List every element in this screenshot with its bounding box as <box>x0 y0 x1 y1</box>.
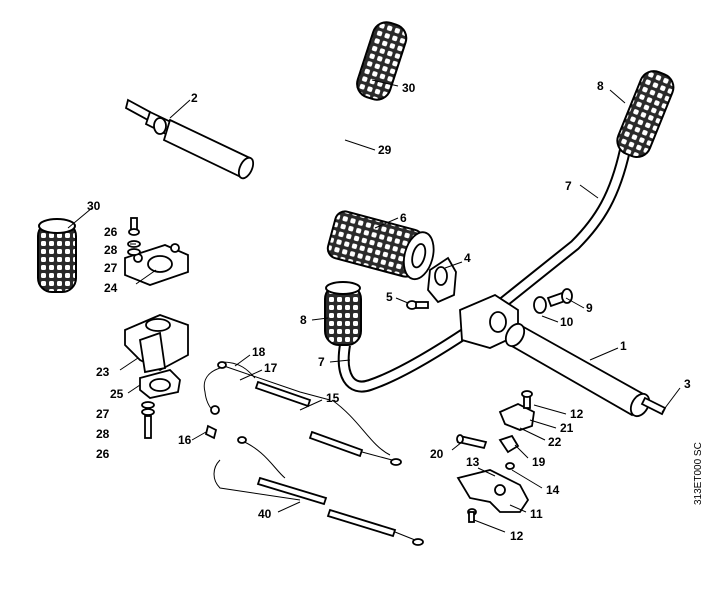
washer-part-10 <box>533 296 547 314</box>
callout-label: 24 <box>104 281 118 295</box>
callout-label: 3 <box>684 377 691 391</box>
callout-label: 26 <box>104 225 118 239</box>
callout-label: 27 <box>96 407 110 421</box>
callout-label: 16 <box>178 433 192 447</box>
callout-label: 27 <box>104 261 118 275</box>
left-handlebar-end-grip <box>37 218 77 293</box>
callout-labels: 30 2 29 30 26 28 27 24 23 25 27 28 26 8 … <box>87 79 691 543</box>
callout-label: 19 <box>532 455 546 469</box>
pin-part-3 <box>640 396 667 416</box>
callout-label: 5 <box>386 290 393 304</box>
handle-grip-part-6 <box>326 210 435 281</box>
screw-part-12-top <box>521 390 533 409</box>
callout-label: 7 <box>565 179 572 193</box>
callout-label: 2 <box>191 91 198 105</box>
callout-label: 18 <box>252 345 266 359</box>
callout-label: 8 <box>597 79 604 93</box>
cable-part-20 <box>456 434 488 450</box>
knob-part-19 <box>498 434 520 454</box>
spring-part-14 <box>505 462 515 470</box>
callout-label: 29 <box>378 143 392 157</box>
callout-label: 1 <box>620 339 627 353</box>
right-handlebar-tube <box>337 148 631 393</box>
left-handlebar-top-grip <box>356 21 408 101</box>
callout-label: 8 <box>300 313 307 327</box>
screw-part-5 <box>406 300 429 310</box>
callout-label: 6 <box>400 211 407 225</box>
bracket-part-4 <box>427 256 457 304</box>
bracket-part-22 <box>498 403 535 431</box>
sleeve-part-2 <box>124 98 255 180</box>
callout-label: 23 <box>96 365 110 379</box>
cable-assembly-part-40 <box>213 436 424 546</box>
callout-label: 13 <box>466 455 480 469</box>
right-handlebar-lower-grip <box>324 281 362 346</box>
callout-label: 14 <box>546 483 560 497</box>
mount-block <box>459 293 519 349</box>
callout-label: 15 <box>326 391 340 405</box>
nut-part-16 <box>204 424 218 440</box>
cable-end-part-18 <box>217 361 256 379</box>
callout-label: 7 <box>318 355 325 369</box>
callout-label: 30 <box>402 81 416 95</box>
clamp-upper-part-24 <box>124 243 189 286</box>
callout-label: 4 <box>464 251 471 265</box>
lever-assembly-part-11 <box>456 469 530 513</box>
callout-label: 9 <box>586 301 593 315</box>
callout-label: 20 <box>430 447 444 461</box>
callout-label: 26 <box>96 447 110 461</box>
callout-label: 12 <box>510 529 524 543</box>
screw-26-top <box>127 217 141 256</box>
callout-label: 11 <box>530 507 543 521</box>
callout-label: 12 <box>570 407 584 421</box>
callout-label: 22 <box>548 435 562 449</box>
callout-label: 40 <box>258 507 272 521</box>
drawing-code: 313ET000 SC <box>693 442 704 505</box>
clamp-housing-part-23 <box>124 314 189 374</box>
right-handlebar-top-grip <box>616 70 675 159</box>
callout-label: 28 <box>104 243 118 257</box>
callout-label: 25 <box>110 387 124 401</box>
callout-label: 10 <box>560 315 574 329</box>
left-handlebar-tube <box>54 93 374 350</box>
callout-label: 21 <box>560 421 574 435</box>
clamp-lower-part-25 <box>139 368 181 399</box>
screw-part-12-bottom <box>467 508 477 523</box>
screw-part-9 <box>546 288 573 308</box>
callout-label: 17 <box>264 361 278 375</box>
callout-label: 28 <box>96 427 110 441</box>
screw-26-bottom <box>141 401 155 439</box>
callout-label: 30 <box>87 199 101 213</box>
leader-lines <box>67 79 681 533</box>
